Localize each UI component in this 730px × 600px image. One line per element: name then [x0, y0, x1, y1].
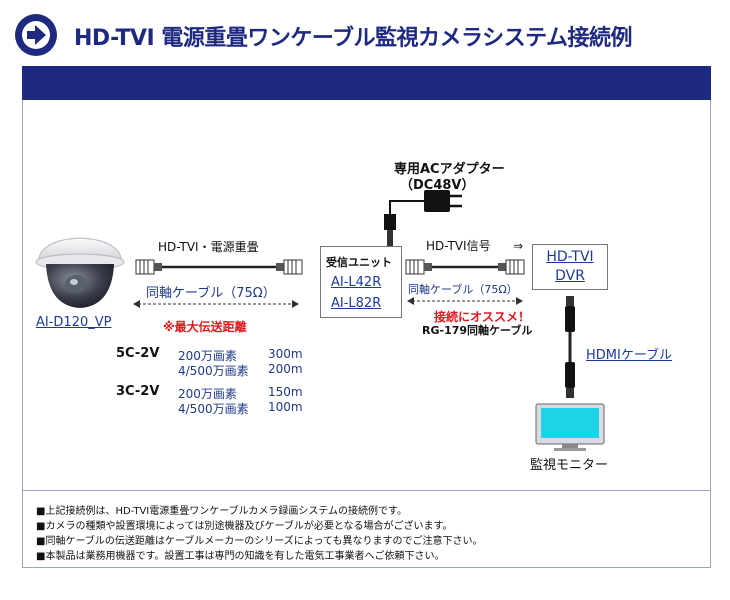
arrow-circle-icon — [15, 14, 57, 56]
hdmi-cable-link[interactable]: HDMIケーブル — [586, 348, 673, 363]
dvr-box: HD-TVI DVR — [532, 244, 608, 290]
receiver-unit-box: 受信ユニット AI-L42R AI-L82R — [320, 246, 402, 318]
ac-adapter-icon — [384, 190, 462, 246]
note-line: ■カメラの種類や設置環境によっては別途機器及びケーブルが必要となる場合がございま… — [36, 521, 453, 532]
cable2-bottom-label: 同軸ケーブル（75Ω） — [408, 283, 518, 296]
receiver-title: 受信ユニット — [326, 256, 392, 269]
dvr-link[interactable]: HD-TVI — [546, 249, 594, 265]
distance-value: 300m — [268, 347, 303, 361]
note-line: ■本製品は業務用機器です。設置工事は専門の知識を有した電気工事業者へご依頼下さい… — [36, 551, 445, 562]
cable1-bottom-label: 同軸ケーブル（75Ω） — [146, 286, 276, 301]
recommend-cable-label: RG-179同軸ケーブル — [422, 324, 533, 337]
pixels-label: 4/500万画素 — [178, 364, 249, 378]
max-distance-label: ※最大伝送距離 — [163, 320, 247, 334]
cable-type-3c2v: 3C-2V — [116, 384, 160, 399]
pixels-label: 200万画素 — [178, 349, 237, 363]
signal-arrow-icon: ⇒ — [513, 239, 524, 253]
dvr-link[interactable]: DVR — [555, 268, 585, 284]
distance-value: 100m — [268, 400, 303, 414]
notes-divider — [22, 490, 711, 491]
monitor-label: 監視モニター — [530, 458, 609, 473]
distance-value: 150m — [268, 385, 303, 399]
cable2-top-label: HD-TVI信号 — [426, 239, 491, 253]
adapter-voltage-label: （DC48V） — [400, 178, 475, 193]
camera-model-link[interactable]: AI-D120_VP — [36, 315, 112, 330]
monitor-icon — [535, 403, 605, 451]
receiver-model-link[interactable]: AI-L82R — [331, 296, 382, 311]
cable2-distance-arrow — [407, 297, 523, 305]
receiver-model-link[interactable]: AI-L42R — [331, 275, 382, 290]
recommend-label: 接続にオススメ！ — [434, 310, 531, 324]
pixels-label: 4/500万画素 — [178, 402, 249, 416]
cable-type-5c2v: 5C-2V — [116, 346, 160, 361]
header-band — [22, 66, 711, 100]
hdmi-cable-icon — [565, 296, 575, 398]
note-line: ■上記接続例は、HD-TVI電源重畳ワンケーブルカメラ録画システムの接続例です。 — [36, 506, 408, 517]
adapter-label: 専用ACアダプター — [394, 162, 505, 177]
pixels-label: 200万画素 — [178, 387, 237, 401]
dome-camera-icon — [35, 237, 125, 308]
note-line: ■同軸ケーブルの伝送距離はケーブルメーカーのシリーズによっても異なりますのでご注… — [36, 536, 483, 547]
distance-arrow — [133, 300, 299, 308]
page-title: HD-TVI 電源重畳ワンケーブル監視カメラシステム接続例 — [74, 26, 632, 51]
distance-value: 200m — [268, 362, 303, 376]
cable1-top-label: HD-TVI・電源重畳 — [158, 240, 259, 254]
coax-cable-2 — [405, 259, 525, 275]
coax-cable-1 — [135, 259, 303, 275]
